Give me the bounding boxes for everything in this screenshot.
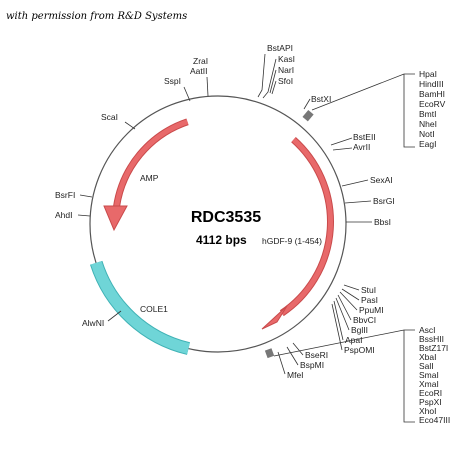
site-pspomi: PspOMI (344, 345, 375, 355)
site-nari: NarI (278, 65, 294, 75)
insert-arrow-head (261, 305, 288, 330)
leader-ppumi (339, 291, 358, 311)
plasmid-backbone (89, 95, 347, 353)
site-alwni: AlwNI (82, 318, 104, 328)
site-sexai: SexAI (370, 175, 393, 185)
leader-bstapi (257, 53, 266, 98)
leader-kasi (262, 58, 277, 99)
tick-bsrgi (344, 200, 372, 204)
site-bbsi: BbsI (374, 217, 391, 227)
cole1-label: COLE1 (140, 304, 168, 314)
mcs-top-item: EcoRV (419, 99, 446, 109)
site-ahdi: AhdI (55, 210, 73, 220)
leader-bsteii (330, 137, 353, 146)
leader-sfoi (271, 80, 277, 95)
leader-bbvci (337, 294, 352, 321)
leader-stui (343, 284, 360, 291)
cole1-origin-arc-fill (90, 261, 190, 354)
site-bbvci: BbvCI (353, 315, 376, 325)
leader-bstxi (303, 98, 311, 110)
mcs-bottom-item: BssHII (419, 334, 444, 344)
mcs-bottom-item: AscI (419, 325, 436, 335)
site-bsrfi: BsrFI (55, 190, 75, 200)
site-aatii: AatII (190, 66, 207, 76)
site-scai: ScaI (101, 112, 118, 122)
mcs-bottom-list: AscI BssHII BstZ17I XbaI SalI SmaI XmaI … (419, 325, 450, 425)
site-bseri: BseRI (305, 350, 328, 360)
mcs-bottom-item: PspXI (419, 397, 442, 407)
mcs-bottom-marker (264, 348, 275, 359)
amp-label: AMP (140, 173, 159, 183)
bracket-mcs-bottom (273, 329, 415, 423)
credit-text: with permission from R&D Systems (6, 11, 187, 22)
mcs-top-item: BamHI (419, 89, 445, 99)
mcs-bottom-item: Eco47III (419, 415, 450, 425)
mcs-bottom-item: EcoRI (419, 388, 442, 398)
tick-alwni (107, 310, 122, 322)
site-bsteii: BstEII (353, 132, 376, 142)
mcs-top-item: EagI (419, 139, 437, 149)
mcs-bottom-item: XmaI (419, 379, 439, 389)
leader-apai (333, 300, 344, 341)
leader-bglii (335, 297, 350, 331)
tick-bspmi (286, 346, 299, 366)
site-pasi: PasI (361, 295, 378, 305)
site-bspmi: BspMI (300, 360, 324, 370)
mcs-top-item: BmtI (419, 109, 436, 119)
mcs-top-item: HpaI (419, 69, 437, 79)
site-ppumi: PpuMI (359, 305, 384, 315)
site-mfei: MfeI (287, 370, 304, 380)
insert-arrow-body-fill (280, 137, 333, 316)
amp-arrow-head (103, 205, 128, 232)
insert-label: hGDF-9 (1-454) (262, 236, 322, 246)
site-bglii: BglII (351, 325, 368, 335)
tick-ahdi (77, 214, 91, 217)
bracket-mcs-top (311, 73, 415, 148)
amp-arrow-body-fill (114, 119, 189, 208)
mcs-top-item: NotI (419, 129, 435, 139)
tick-bsrfi (79, 194, 93, 198)
site-kasi: KasI (278, 54, 295, 64)
tick-bseri (292, 342, 304, 356)
tick-scai (124, 121, 136, 130)
site-bstxi: BstXI (311, 94, 331, 104)
tick-sspi (183, 86, 191, 102)
plasmid-size: 4112 bps (196, 233, 247, 247)
site-avrii: AvrII (353, 142, 370, 152)
mcs-top-marker (302, 110, 314, 122)
leader-nari (269, 69, 277, 94)
site-bstapi: BstAPI (267, 43, 293, 53)
site-stui: StuI (361, 285, 376, 295)
leader-avrii (332, 147, 353, 151)
site-bsrgi: BsrGI (373, 196, 395, 206)
mcs-bottom-item: XbaI (419, 352, 437, 362)
mcs-top-list: HpaI HindIII BamHI EcoRV BmtI NheI NotI … (419, 69, 446, 149)
leader-pasi (341, 288, 360, 301)
site-zrai: ZraI (193, 56, 208, 66)
tick-sexai (341, 179, 369, 187)
plasmid-name: RDC3535 (191, 209, 261, 226)
mcs-bottom-item: SalI (419, 361, 434, 371)
mcs-top-item: HindIII (419, 79, 444, 89)
site-sspi: SspI (164, 76, 181, 86)
mcs-bottom-item: SmaI (419, 370, 439, 380)
tick-aatii (206, 76, 209, 97)
mcs-top-item: NheI (419, 119, 437, 129)
mcs-bottom-item: XhoI (419, 406, 437, 416)
tick-mfei (277, 351, 286, 375)
mcs-bottom-item: BstZ17I (419, 343, 448, 353)
site-sfoi: SfoI (278, 76, 293, 86)
